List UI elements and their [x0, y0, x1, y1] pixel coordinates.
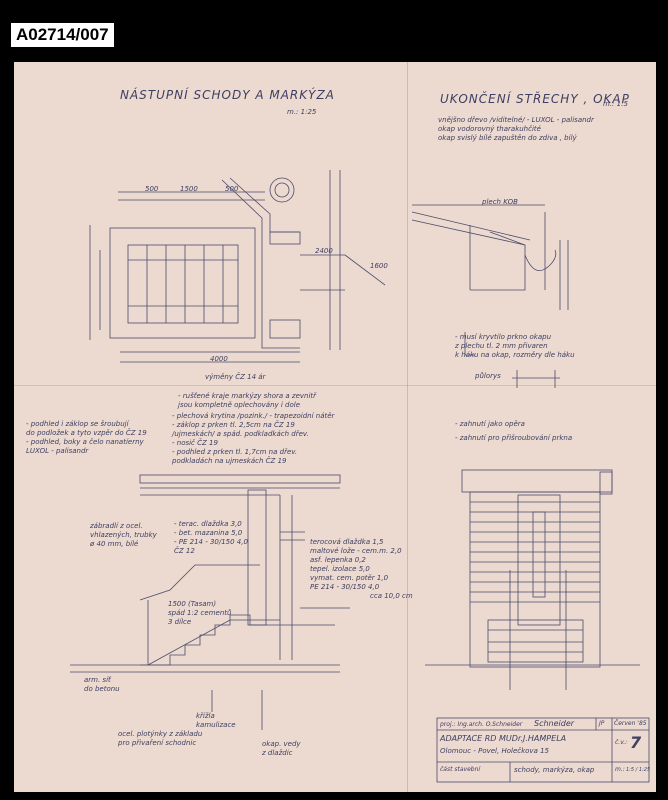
roof-finish-line: okap vodorovný tharakuhčité — [438, 125, 541, 133]
initials: JP — [599, 720, 605, 727]
drain-line: kamulizace — [196, 721, 236, 729]
stair-spec-note: 1500 (Tasam) spád 1:2 cementů 3 dílce — [168, 600, 231, 627]
paving-layers-note: terocová dlaždka 1,5 maltové lože - cem.… — [310, 538, 402, 592]
canopy-layer-line: /ujmeskách/ a spád. podkladkách dřev. — [172, 430, 309, 438]
paving-layer-line: tepel. izolace 5,0 — [310, 565, 370, 573]
dim-top-left: 500 — [145, 185, 159, 193]
dim-bottom: 4000 — [210, 355, 228, 363]
hook-note-line: z plechu tl. 2 mm přivaren — [455, 342, 548, 350]
steel-plates-line: pro přivaření schodnic — [118, 739, 197, 747]
gutter-tiles-line: okap. vedy — [262, 740, 301, 748]
sheet-fold-vertical — [407, 62, 408, 792]
soffit-note: - podhled i záklop se šroubují do podlož… — [26, 420, 147, 456]
drawing-number-label: č.v.: — [615, 739, 628, 746]
soffit-line: - podhled, boky a čelo nanatíerny — [26, 438, 144, 446]
drain-note: křížla kamulizace — [196, 712, 236, 730]
rebar-note: arm. síť do betonu — [84, 676, 120, 694]
drawing-content: schody, markýza, okap — [514, 766, 595, 774]
soffit-line: - podhled i záklop se šroubují — [26, 420, 129, 428]
canopy-edge-line: jsou kompletně oplechovány i dole — [178, 401, 301, 409]
scale-value: 1:5 / 1:25 — [626, 767, 651, 773]
gutter-tiles-line: z dlaždic — [262, 749, 293, 757]
canopy-layer-line: podkladách na ujmeskách ČZ 19 — [172, 457, 287, 465]
paving-top-line: - bet. mazanina 5,0 — [174, 529, 243, 537]
sheet-metal-label: plech KOB — [482, 198, 518, 206]
paving-layer-line: terocová dlaždka 1,5 — [310, 538, 384, 546]
scale-left: m.: 1:25 — [287, 108, 317, 116]
stair-spec-line: spád 1:2 cementů — [168, 609, 232, 617]
stair-spec-line: 1500 (Tasam) — [168, 600, 217, 608]
bend-support-note: - zahnutí jako opěra — [455, 420, 525, 428]
railing-line: vhlazených, trubky — [90, 531, 157, 539]
scale-label: m.: — [615, 766, 625, 773]
dim-top-right: 500 — [225, 185, 239, 193]
elevation-view — [425, 469, 640, 690]
designer: proj.: Ing.arch. O.Schneider — [440, 721, 523, 728]
roof-finish-line: okap svislý bílé zapuštěn do zdiva , bíl… — [438, 134, 577, 142]
paving-top-line: - PE 214 - 30/150 4,0 — [174, 538, 248, 546]
rebar-line: do betonu — [84, 685, 120, 693]
part-label: část stavební — [440, 766, 481, 773]
steel-plates-line: ocel. plotýnky z základu — [118, 730, 203, 738]
hook-note-line: k háku na okap, rozměry dle háku — [455, 351, 575, 359]
drawing-number: 7 — [630, 733, 642, 752]
soffit-line: do podložek a tyto vzpěr do ČZ 19 — [26, 429, 147, 437]
paving-top-note: - terac. dlaždka 3,0 - bet. mazanina 5,0… — [174, 520, 248, 556]
scale-right: m.: 1:5 — [603, 100, 628, 108]
paving-layer-line: asf. lepenka 0,2 — [310, 556, 366, 564]
dim-right-b: 1600 — [370, 262, 388, 270]
paving-layer-line: PE 214 - 30/150 4,0 — [310, 583, 380, 591]
railing-note: zábradlí z ocel. vhlazených, trubky ø 40… — [90, 522, 157, 549]
date: Červen '85 — [614, 720, 647, 727]
paving-layer-line: vymat. cem. potěr 1,0 — [310, 574, 389, 582]
paving-layer-line: maltové lože - cem.m. 2,0 — [310, 547, 402, 555]
drawing-sheet — [14, 62, 656, 792]
stair-spec-line: 3 dílce — [168, 618, 192, 626]
gutter-detail — [411, 204, 569, 388]
plan-view — [89, 170, 386, 363]
sheet-fold-horizontal — [14, 385, 656, 386]
archive-id-label: A02714/007 — [10, 22, 115, 48]
railing-line: ø 40 mm, bílé — [90, 540, 139, 548]
dim-top-mid: 1500 — [180, 185, 198, 193]
title-steps-canopy: NÁSTUPNÍ SCHODY A MARKÝZA — [120, 88, 335, 102]
project-location: Olomouc - Povel, Holečkova 15 — [440, 747, 549, 755]
roof-finish-note: vnějšno dřevo /viditelné/ - LUXOL - pali… — [438, 116, 594, 143]
dim-right-a: 2400 — [315, 247, 333, 255]
total-thickness: cca 10,0 cm — [370, 592, 413, 600]
gutter-tiles-note: okap. vedy z dlaždic — [262, 740, 301, 758]
steel-plates-note: ocel. plotýnky z základu pro přivaření s… — [118, 730, 202, 748]
canopy-layer-line: - plechová krytina /pozink./ - trapezoid… — [172, 412, 335, 420]
paving-top-line: ČZ 12 — [174, 547, 195, 555]
signature: Schneider — [534, 719, 575, 728]
paving-top-line: - terac. dlaždka 3,0 — [174, 520, 242, 528]
title-block-frame — [436, 717, 650, 783]
bend-screw-note: - zahnutí pro přišroubování prkna — [455, 434, 573, 442]
plan-label: půlorys — [475, 372, 501, 380]
soffit-line: LUXOL - palisandr — [26, 447, 89, 455]
title-roof-gutter: UKONČENÍ STŘECHY , OKAP — [440, 92, 630, 106]
roof-finish-line: vnějšno dřevo /viditelné/ - LUXOL - pali… — [438, 116, 594, 124]
project-name: ADAPTACE RD MUDr.J.HAMPELA — [440, 734, 567, 743]
section-view — [70, 474, 350, 730]
canopy-edge-line: - rušťené kraje markýzy shora a zevnitř — [178, 392, 317, 400]
drain-line: křížla — [196, 712, 215, 720]
rebar-line: arm. síť — [84, 676, 111, 684]
canopy-layer-line: - podhled z prken tl. 1,7cm na dřev. — [172, 448, 298, 456]
hook-note: - musí kryvtilo prkno okapu z plechu tl.… — [455, 333, 575, 360]
railing-line: zábradlí z ocel. — [90, 522, 143, 530]
canopy-layers-note: - plechová krytina /pozink./ - trapezoid… — [172, 412, 334, 466]
canopy-layer-line: - nosič ČZ 19 — [172, 439, 218, 447]
canopy-layer-line: - záklop z prken tl. 2,5cm na ČZ 19 — [172, 421, 295, 429]
beam-label: výměny ČZ 14 ár — [205, 373, 266, 381]
hook-note-line: - musí kryvtilo prkno okapu — [455, 333, 552, 341]
canopy-edge-note: - rušťené kraje markýzy shora a zevnitř … — [178, 392, 316, 410]
